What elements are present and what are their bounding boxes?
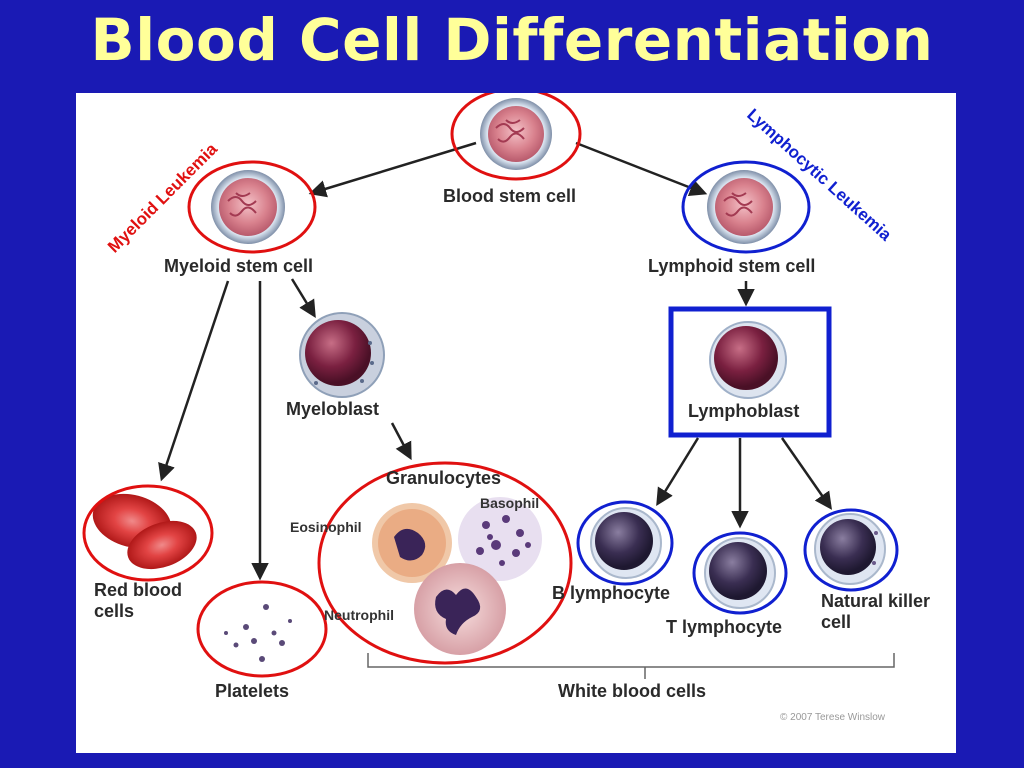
arrows — [158, 141, 832, 581]
platelets-image — [196, 580, 328, 678]
myeloid-stem-cell-image — [187, 160, 317, 254]
label-myeloid-stem-cell: Myeloid stem cell — [164, 256, 314, 276]
lymphoblast-image — [668, 306, 832, 438]
label-blood-stem-cell: Blood stem cell — [443, 186, 577, 206]
label-platelets: Platelets — [215, 681, 290, 701]
label-white-blood-cells: White blood cells — [558, 681, 707, 701]
lymphoid-stem-cell-image — [681, 160, 811, 254]
label-t-lymphocyte: T lymphocyte — [666, 617, 783, 637]
white-blood-cells-bracket — [367, 653, 895, 679]
diagram-graphics — [82, 93, 899, 679]
granulocytes-image — [317, 461, 573, 665]
copyright-text: © 2007 Terese Winslow — [780, 712, 886, 723]
label-natural-killer-cell: Natural killer cell — [821, 591, 931, 632]
slide-title: Blood Cell Differentiation — [90, 6, 934, 74]
b-lymphocyte-image — [576, 500, 674, 586]
t-lymphocyte-image — [692, 531, 788, 615]
label-neutrophil: Neutrophil — [324, 607, 394, 623]
label-myeloblast: Myeloblast — [286, 399, 380, 419]
label-b-lymphocyte: B lymphocyte — [552, 583, 671, 603]
blood-stem-cell-image — [450, 93, 582, 181]
label-lymphoblast: Lymphoblast — [688, 401, 800, 421]
natural-killer-cell-image — [803, 508, 899, 592]
label-red-blood-cells: Red blood cells — [94, 580, 182, 621]
red-blood-cells-image — [82, 484, 214, 582]
label-eosinophil: Eosinophil — [290, 519, 362, 535]
label-lymphoid-stem-cell: Lymphoid stem cell — [648, 256, 816, 276]
label-granulocytes: Granulocytes — [386, 468, 502, 488]
differentiation-diagram: Blood stem cell Myeloid stem cell Lympho… — [76, 93, 956, 753]
label-basophil: Basophil — [480, 495, 540, 511]
myeloblast-image — [299, 312, 385, 398]
